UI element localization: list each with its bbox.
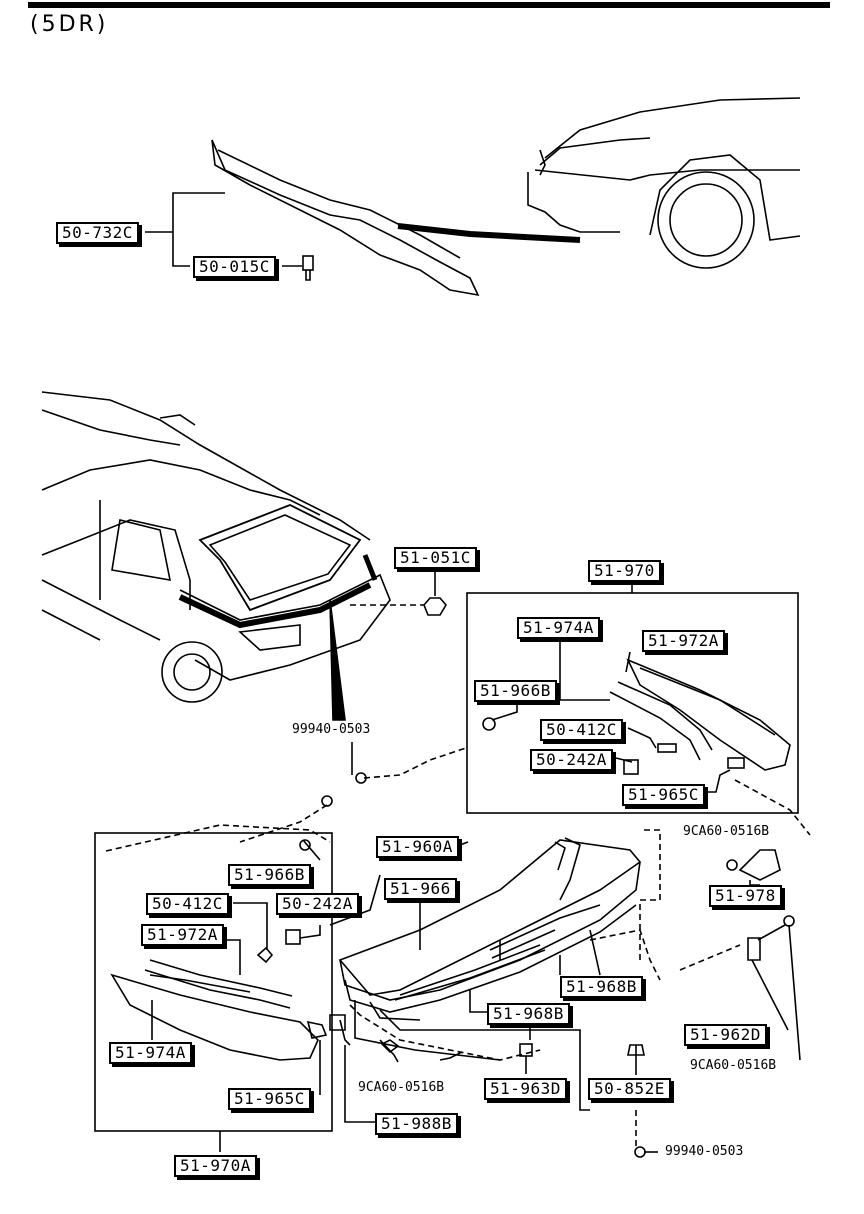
rear-car-outline <box>41 391 371 541</box>
part-label-51-966: 51-966 <box>384 878 457 900</box>
part-label-51-970: 51-970 <box>588 560 661 582</box>
front-molding-strip <box>211 139 480 297</box>
part-label-50-852E: 50-852E <box>588 1078 671 1100</box>
part-number-9CA60-0516B-b: 9CA60-0516B <box>690 1058 777 1073</box>
part-number-99940-0503-top: 99940-0503 <box>292 722 371 737</box>
part-label-51-051C: 51-051C <box>394 547 477 569</box>
box-51-970A <box>94 832 333 1132</box>
part-label-51-963D: 51-963D <box>484 1078 567 1100</box>
part-label-51-974A-right: 51-974A <box>517 617 600 639</box>
part-label-51-968B-a: 51-968B <box>560 976 643 998</box>
part-label-50-242A-left: 50-242A <box>276 893 359 915</box>
part-label-51-962D: 51-962D <box>684 1024 767 1046</box>
part-label-51-970A: 51-970A <box>174 1155 257 1177</box>
part-label-51-988B: 51-988B <box>375 1113 458 1135</box>
part-number-9CA60-0516B-a: 9CA60-0516B <box>683 824 770 839</box>
part-label-51-972A-right: 51-972A <box>642 630 725 652</box>
part-label-50-015C: 50-015C <box>193 256 276 278</box>
part-label-51-965C-left: 51-965C <box>228 1088 311 1110</box>
part-label-51-974A-left: 51-974A <box>109 1042 192 1064</box>
part-label-51-978: 51-978 <box>709 885 782 907</box>
part-label-51-960A: 51-960A <box>376 836 459 858</box>
top-rule <box>28 2 830 8</box>
part-label-51-966B-left: 51-966B <box>228 864 311 886</box>
part-label-50-242A-right: 50-242A <box>530 749 613 771</box>
part-number-99940-0503-bottom: 99940-0503 <box>665 1144 744 1159</box>
variant-title: (5DR) <box>30 12 109 37</box>
part-label-51-968B-b: 51-968B <box>487 1003 570 1025</box>
part-number-9CA60-0516B-c: 9CA60-0516B <box>358 1080 445 1095</box>
part-label-51-966B-right: 51-966B <box>474 680 557 702</box>
part-label-50-732C: 50-732C <box>56 222 139 244</box>
front-car-outline <box>544 97 801 159</box>
part-label-51-972A-left: 51-972A <box>141 924 224 946</box>
part-label-50-412C-right: 50-412C <box>540 719 623 741</box>
part-label-50-412C-left: 50-412C <box>146 893 229 915</box>
center-spoiler <box>338 839 642 996</box>
part-label-51-965C-right: 51-965C <box>622 784 705 806</box>
